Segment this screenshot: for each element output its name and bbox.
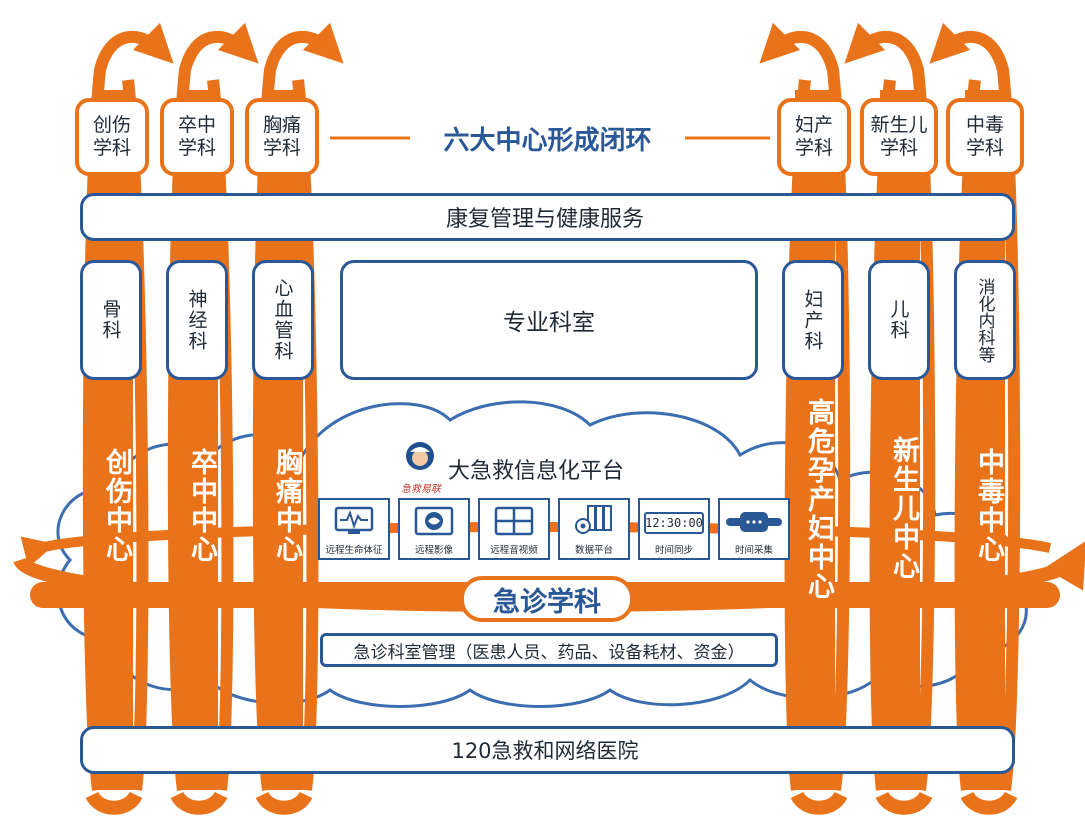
digital-clock-icon: 12:30:00: [644, 512, 704, 534]
video-grid-icon: [494, 506, 534, 536]
discipline-obstetrics-label: 妇产 学科: [794, 114, 833, 159]
module-time-sync: [638, 498, 710, 560]
module-audio-video-label: 远程音视频: [490, 545, 538, 556]
department-obstetrics-label: 妇产科: [801, 288, 824, 352]
department-gastro-etc-label: 消化内科等: [974, 277, 995, 363]
network-bar-label: 120急救和网络医院: [420, 731, 670, 769]
center-stroke-label: 卒中中心: [186, 448, 217, 564]
discipline-trauma: [75, 98, 149, 176]
doctor-avatar-icon: [406, 442, 434, 470]
department-gastro-etc: [954, 260, 1016, 380]
wristband-icon: [726, 512, 782, 532]
module-time-collect: [718, 498, 790, 560]
department-specialty-label: 专业科室: [503, 310, 595, 336]
discipline-neonatal: [860, 98, 938, 176]
center-neonatal-label: 新生儿中心: [888, 436, 919, 581]
center-high-risk-maternal-label: 高危孕产妇中心: [803, 398, 834, 601]
digital-clock-display: 12:30:00: [645, 516, 703, 530]
department-pediatrics: [868, 260, 930, 380]
platform-title: 大急救信息化平台: [448, 459, 625, 484]
management-bar: 急诊科室管理（医患人员、药品、设备耗材、资金）: [320, 633, 778, 667]
discipline-trauma-label: 创伤 学科: [92, 114, 131, 159]
platform-logo: [400, 440, 440, 484]
discipline-stroke: [160, 98, 234, 176]
discipline-neonatal-label: 新生儿 学科: [870, 114, 928, 159]
discipline-poisoning: [946, 98, 1024, 176]
module-time-sync-label: 时间同步: [654, 545, 693, 556]
diagram-title: 六大中心形成闭环: [410, 118, 685, 158]
platform-logo-text: 急救易联: [401, 483, 441, 495]
department-specialty: [340, 260, 758, 380]
department-pediatrics-label: 儿科: [887, 299, 910, 341]
module-imaging-label: 远程影像: [414, 545, 453, 556]
vital-signs-monitor-icon: [334, 506, 374, 534]
center-poisoning-label: 中毒中心: [973, 448, 1004, 564]
brain-scan-icon: [414, 506, 454, 536]
department-neurology: [166, 260, 228, 380]
server-database-icon: [575, 505, 612, 534]
discipline-chest-pain: [245, 98, 319, 176]
module-time-collect-label: 时间采集: [734, 545, 773, 556]
discipline-poisoning-label: 中毒 学科: [965, 114, 1004, 159]
emergency-discipline-label: 急诊学科: [460, 576, 634, 622]
department-cardiology-label: 心血管科: [271, 278, 294, 362]
discipline-chest-pain-label: 胸痛 学科: [262, 114, 301, 159]
department-obstetrics: [782, 260, 844, 380]
department-cardiology: [252, 260, 314, 380]
rehab-bar-label: 康复管理与健康服务: [400, 198, 690, 236]
department-orthopedics: [80, 260, 142, 380]
discipline-obstetrics: [777, 98, 851, 176]
center-chest-pain-label: 胸痛中心: [271, 448, 302, 564]
discipline-stroke-label: 卒中 学科: [177, 114, 216, 159]
module-data-platform-label: 数据平台: [574, 545, 613, 556]
center-trauma-label: 创伤中心: [101, 448, 132, 564]
department-neurology-label: 神经科: [185, 288, 208, 352]
module-vital-signs-label: 远程生命体征: [325, 545, 383, 556]
department-orthopedics-label: 骨科: [99, 299, 122, 341]
